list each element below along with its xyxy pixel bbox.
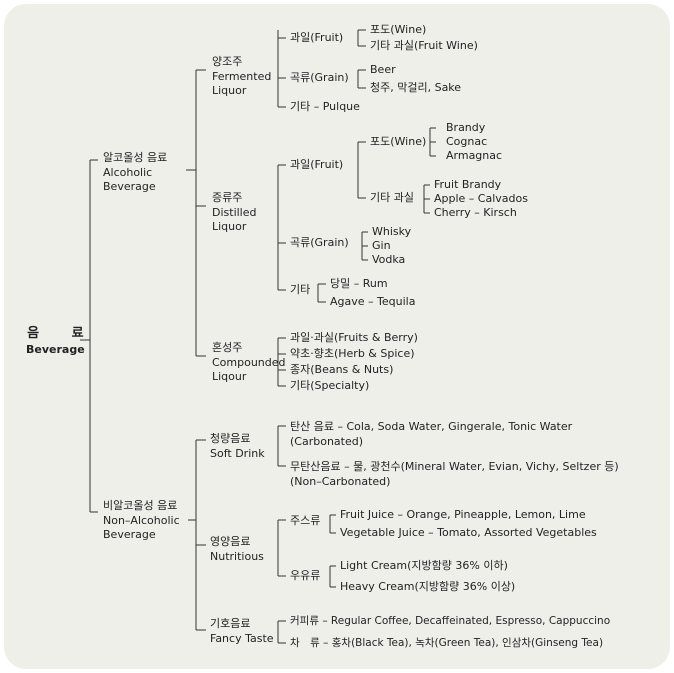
node-dist-fruit: 과일(Fruit) — [290, 158, 344, 171]
leaf-comp-3: 종자(Beans & Nuts) — [290, 363, 394, 376]
leaf-fancy-coffee: 커피류 – Regular Coffee, Decaffeinated, Esp… — [290, 615, 611, 627]
leaf-dist-other-1: 당밀 – Rum — [330, 277, 388, 290]
leaf-ferm-fruit-1: 포도(Wine) — [370, 23, 427, 36]
leaf-comp-4: 기타(Specialty) — [290, 379, 370, 392]
leaf-milk-2: Heavy Cream(지방함량 36% 이상) — [340, 580, 516, 593]
leaf-comp-1: 과일·과실(Fruits & Berry) — [290, 331, 418, 344]
leaf-dist-other-fruit-3: Cherry – Kirsch — [434, 206, 517, 219]
leaf-milk-1: Light Cream(지방함량 36% 이하) — [340, 559, 508, 572]
leaf-dist-grape-1: Brandy — [446, 121, 486, 134]
leaf-ferm-fruit-2: 기타 과실(Fruit Wine) — [370, 39, 478, 52]
node-non-alcoholic-beverage: 비알코올성 음료 Non–Alcoholic Beverage — [103, 499, 180, 541]
leaf-ferm-grain-1: Beer — [370, 63, 396, 76]
leaf-ferm-other: 기타 – Pulque — [290, 100, 360, 113]
root-label-ko: 음 료 — [27, 326, 98, 341]
leaf-comp-2: 약초·향초(Herb & Spice) — [290, 347, 415, 360]
node-fermented-liquor: 양조주 Fermented Liquor — [212, 55, 272, 97]
leaf-fancy-tea: 차 류 – 홍차(Black Tea), 녹차(Green Tea), 인삼차(… — [290, 637, 604, 649]
leaf-dist-grape-3: Armagnac — [446, 149, 503, 162]
node-dist-other-fruit: 기타 과실 — [370, 191, 414, 204]
diagram-panel — [4, 4, 670, 669]
node-nutritious: 영양음료 Nutritious — [210, 535, 264, 563]
leaf-dist-grape-2: Cognac — [446, 135, 488, 148]
leaf-dist-grain-2: Gin — [372, 239, 391, 252]
leaf-dist-other-fruit-1: Fruit Brandy — [434, 178, 502, 191]
node-milk: 우유류 — [290, 569, 321, 582]
root-node-beverage: 음 료 Beverage — [26, 322, 85, 356]
leaf-soft-non-carbonated: 무탄산음료 – 물, 광천수(Mineral Water, Evian, Vic… — [290, 460, 619, 488]
leaf-dist-other-2: Agave – Tequila — [330, 295, 416, 308]
node-dist-grain: 곡류(Grain) — [290, 236, 349, 249]
node-distilled-liquor: 증류주 Distilled Liquor — [212, 191, 257, 233]
node-fancy-taste: 기호음료 Fancy Taste — [210, 617, 274, 645]
node-dist-other: 기타 — [290, 283, 311, 296]
leaf-juice-2: Vegetable Juice – Tomato, Assorted Veget… — [340, 526, 597, 539]
root-label-en: Beverage — [26, 343, 85, 356]
leaf-dist-grain-3: Vodka — [372, 253, 406, 266]
leaf-dist-other-fruit-2: Apple – Calvados — [434, 192, 528, 205]
leaf-ferm-grain-2: 청주, 막걸리, Sake — [370, 81, 462, 94]
leaf-soft-carbonated: 탄산 음료 – Cola, Soda Water, Gingerale, Ton… — [290, 420, 573, 448]
node-soft-drink: 청량음료 Soft Drink — [210, 432, 265, 460]
node-ferm-fruit: 과일(Fruit) — [290, 31, 344, 44]
node-juice: 주스류 — [290, 514, 321, 527]
node-compounded-liqour: 혼성주 Compounded Liqour — [212, 341, 286, 383]
leaf-juice-1: Fruit Juice – Orange, Pineapple, Lemon, … — [340, 508, 586, 521]
node-alcoholic-beverage: 알코올성 음료 Alcoholic Beverage — [103, 151, 168, 193]
leaf-dist-grain-1: Whisky — [372, 225, 412, 238]
node-dist-grape: 포도(Wine) — [370, 135, 427, 148]
node-ferm-grain: 곡류(Grain) — [290, 71, 349, 84]
